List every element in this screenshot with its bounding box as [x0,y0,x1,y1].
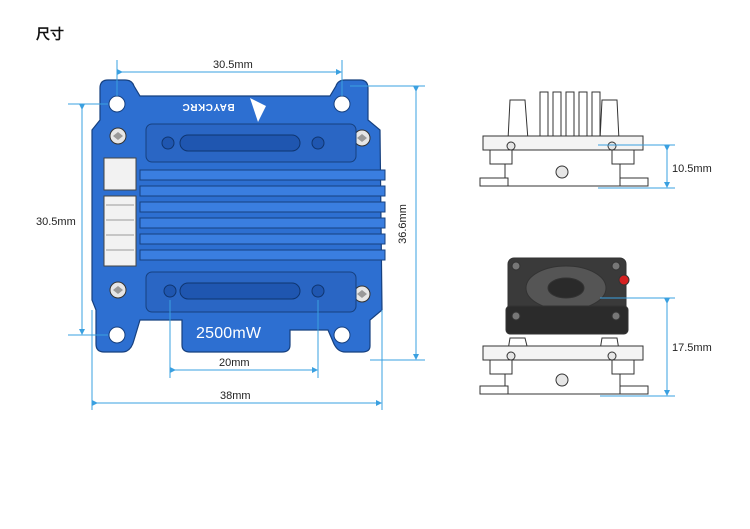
screw-top-right [353,129,371,147]
dim-heatsink-height: 10.5mm [672,163,712,175]
bottom-slot [179,282,301,300]
page-title: 尺寸 [36,26,64,42]
dim-left-height: 30.5mm [36,216,76,228]
brand-logo [250,98,266,122]
dim-fan-height: 17.5mm [672,342,712,354]
dimension-heatsink [598,144,675,189]
connector-lower [103,195,137,267]
fan-wire [618,274,630,286]
brand-text: BAYCKRC [182,101,235,112]
screw-bottom-right [353,285,371,303]
heatsink-fins [139,169,386,261]
mount-hole-bottom-right [333,326,351,344]
dim-slot-width: 20mm [219,357,250,369]
mount-hole-top-right [333,95,351,113]
mount-hole-top-left [108,95,126,113]
dimension-fan [600,297,675,397]
dim-right-height: 36.6mm [396,204,409,244]
screw-top-left [109,127,127,145]
dim-overall-width: 38mm [220,390,251,402]
mount-hole-bottom-left [108,326,126,344]
screw-bottom-left [109,281,127,299]
top-slot [179,134,301,152]
vtx-board-top-view [91,79,386,353]
connector-upper [103,157,137,191]
side-view-heatsink [479,91,649,187]
dimension-lines [68,60,425,410]
power-label: 2500mW [196,325,262,342]
side-view-fan [479,257,649,395]
dim-top-width: 30.5mm [213,59,253,71]
